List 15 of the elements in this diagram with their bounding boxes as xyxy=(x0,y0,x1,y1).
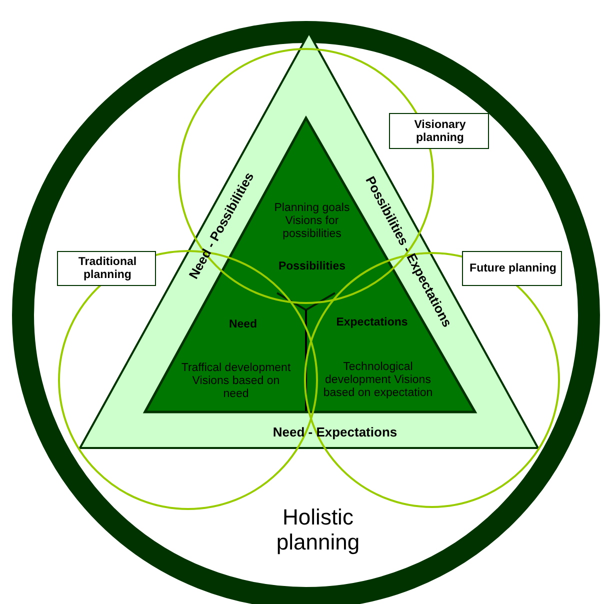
title-text: Holistic planning xyxy=(275,504,361,556)
holistic-ring xyxy=(12,23,600,604)
label-box xyxy=(462,251,562,286)
body-text: Traffical development Visions based on need xyxy=(180,362,292,402)
heading-text: Need xyxy=(228,318,258,332)
label-box xyxy=(57,251,156,286)
body-text: Technological development Visions based on expectation xyxy=(322,361,434,401)
heading-text: Possibilities xyxy=(277,260,347,274)
heading-text: Need - Expectations xyxy=(272,426,398,440)
heading-text: Future planning xyxy=(468,262,558,276)
label-box xyxy=(389,113,489,149)
heading-text: Visionary planning xyxy=(413,118,467,146)
body-text: Planning goals Visions for possibilities xyxy=(273,202,351,242)
heading-text: Traditional planning xyxy=(77,256,138,282)
heading-text: Expectations xyxy=(335,316,408,330)
